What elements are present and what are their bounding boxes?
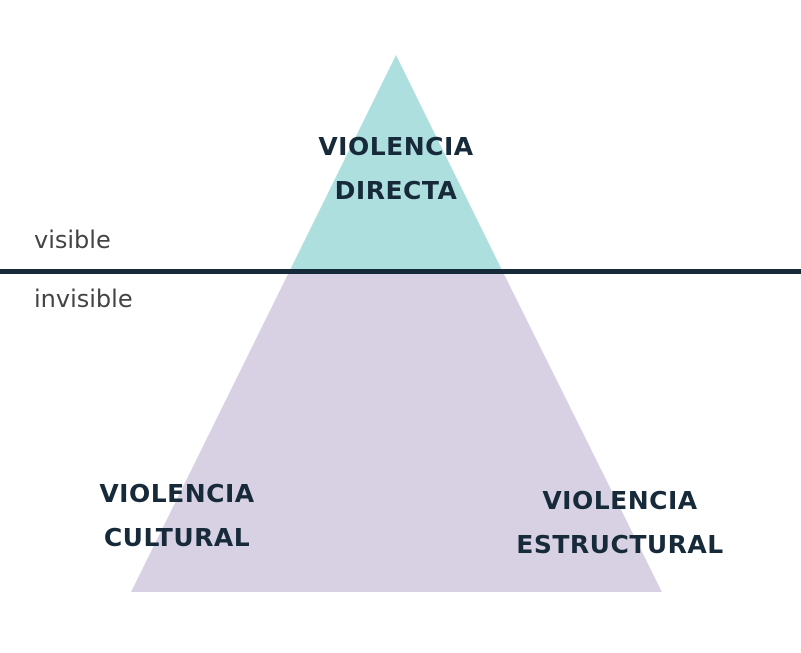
label-violencia-estructural: VIOLENCIA ESTRUCTURAL	[500, 479, 740, 567]
label-line: VIOLENCIA	[542, 486, 698, 515]
visible-region	[289, 55, 503, 271]
invisible-region	[131, 271, 662, 592]
visibility-divider	[0, 269, 801, 274]
label-line: DIRECTA	[334, 176, 458, 205]
label-line: VIOLENCIA	[318, 132, 474, 161]
label-line: ESTRUCTURAL	[516, 530, 724, 559]
label-line: VIOLENCIA	[99, 479, 255, 508]
label-violencia-directa: VIOLENCIA DIRECTA	[296, 125, 496, 213]
label-invisible: invisible	[34, 285, 133, 313]
label-visible: visible	[34, 226, 111, 254]
label-line: CULTURAL	[103, 523, 251, 552]
label-violencia-cultural: VIOLENCIA CULTURAL	[77, 472, 277, 560]
